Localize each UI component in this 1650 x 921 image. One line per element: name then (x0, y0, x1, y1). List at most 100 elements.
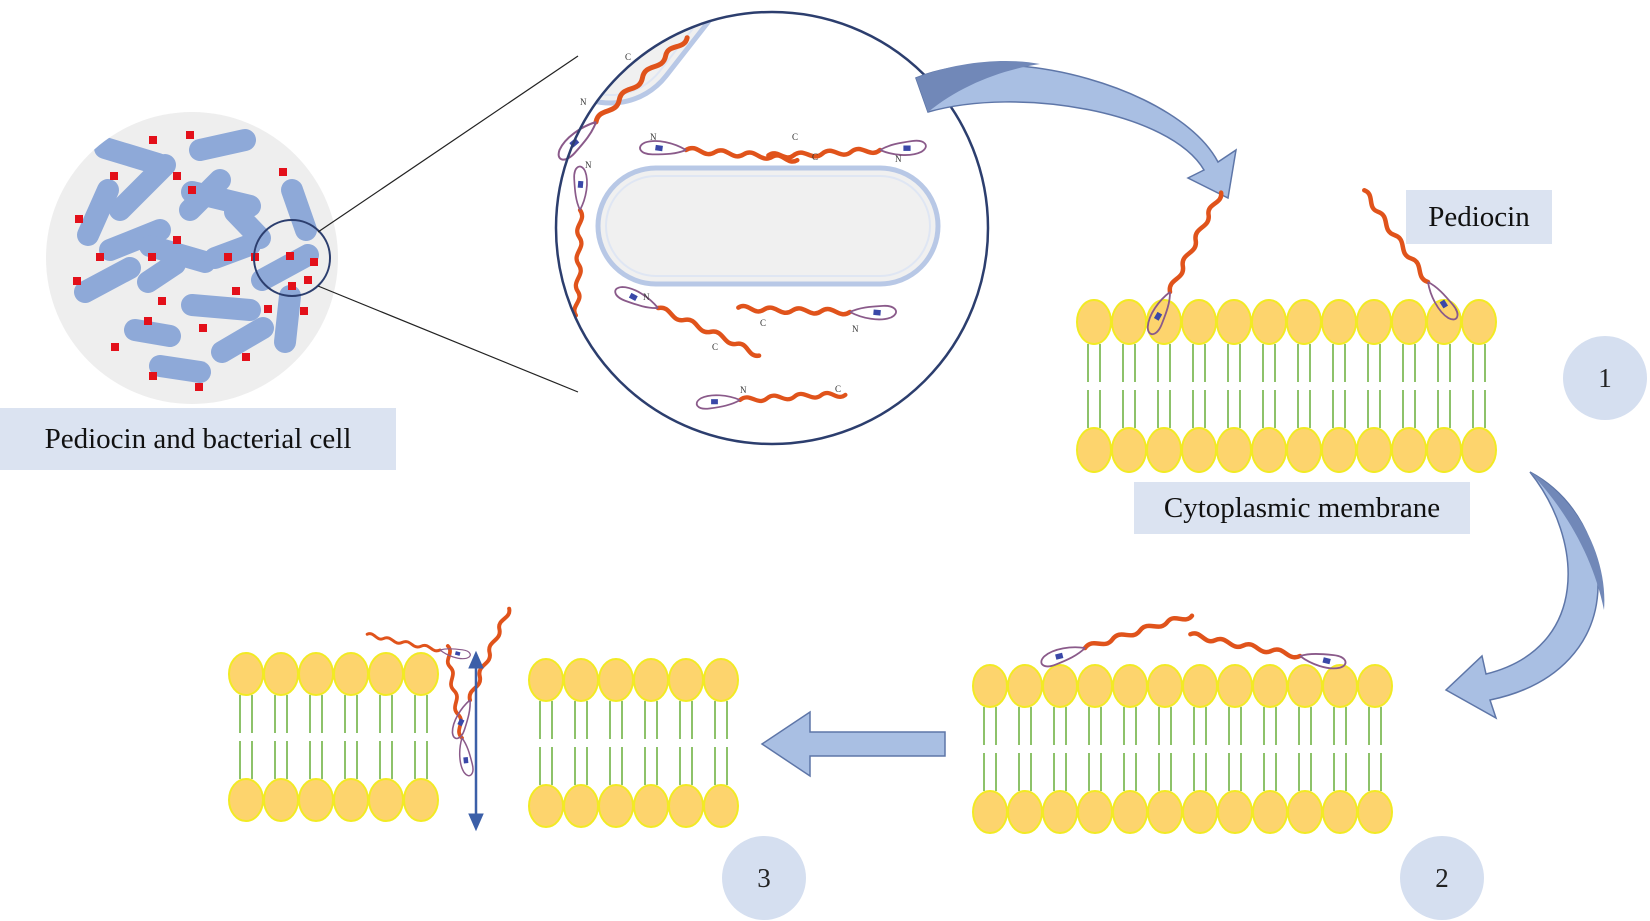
lipid-head (1111, 299, 1147, 345)
lipid-head (1287, 790, 1323, 834)
lipid-head (263, 652, 299, 696)
pediocin-dot (149, 136, 157, 144)
lipid-head (1287, 664, 1323, 708)
lipid-head (528, 784, 564, 828)
straight-arrow-to-step-3 (760, 710, 946, 778)
step-2-badge: 2 (1400, 836, 1484, 920)
rod (224, 201, 271, 249)
pediocin-dot (242, 353, 250, 361)
lipid-head (972, 790, 1008, 834)
pediocin-peptide-adsorbed (1039, 614, 1196, 668)
peptide-c-terminus: C (792, 132, 798, 142)
lipid-head (1076, 299, 1112, 345)
pediocin-dot (75, 215, 83, 223)
lipid-head (1112, 790, 1148, 834)
lipid-head (598, 658, 634, 702)
rod (149, 355, 211, 383)
lipid-head (1111, 427, 1147, 473)
pediocin-dot (286, 252, 294, 260)
lipid-head (228, 652, 264, 696)
pediocin-dot (148, 253, 156, 261)
pediocin-dot (173, 172, 181, 180)
phospholipid-pair (1321, 299, 1357, 473)
pediocin-dot (279, 168, 287, 176)
lipid-head (1216, 299, 1252, 345)
rod (181, 294, 261, 321)
curved-arrow-2-shade (1530, 472, 1605, 610)
lipid-head (298, 778, 334, 822)
pediocin-dot (264, 305, 272, 313)
membrane-1 (1076, 299, 1497, 473)
label-pediocin: Pediocin (1406, 190, 1552, 244)
lipid-head (1007, 664, 1043, 708)
lipid-head (1461, 427, 1497, 473)
rod (251, 244, 319, 291)
peptide-c-terminus: C (835, 384, 841, 394)
lipid-head (1321, 427, 1357, 473)
lipid-head (1286, 299, 1322, 345)
peptide-n-terminus: N (580, 97, 587, 107)
peptide-n-terminus: N (852, 324, 859, 334)
pediocin-dot (224, 253, 232, 261)
phospholipid-pair (1357, 664, 1393, 834)
phospholipid-pair (403, 652, 439, 822)
phospholipid-pair (1112, 664, 1148, 834)
magnifier-circle (253, 219, 331, 297)
phospholipid-pair (298, 652, 334, 822)
membrane-2 (972, 664, 1393, 834)
lipid-head (1252, 790, 1288, 834)
lipid-head (1321, 299, 1357, 345)
lipid-head (1181, 427, 1217, 473)
rod (74, 257, 141, 303)
pediocin-dot (149, 372, 157, 380)
phospholipid-pair (1042, 664, 1078, 834)
lipid-head (1007, 790, 1043, 834)
phospholipid-pair (1426, 299, 1462, 473)
lipid-head (1076, 427, 1112, 473)
phospholipid-pair (1181, 299, 1217, 473)
peptide-c-terminus: C (625, 52, 631, 62)
pediocin-dot (73, 277, 81, 285)
phospholipid-pair (598, 658, 634, 828)
phospholipid-pair (1286, 299, 1322, 473)
phospholipid-pair (1322, 664, 1358, 834)
pediocin-dot (158, 297, 166, 305)
rod (204, 234, 261, 269)
phospholipid-pair (1146, 299, 1182, 473)
lipid-head (403, 652, 439, 696)
phospholipid-pair (1147, 664, 1183, 834)
lipid-head (1461, 299, 1497, 345)
pediocin-dot (288, 282, 296, 290)
rod (109, 154, 176, 221)
lipid-head (1147, 790, 1183, 834)
lipid-head (333, 778, 369, 822)
lipid-head (1216, 427, 1252, 473)
phospholipid-pair (333, 652, 369, 822)
lipid-head (1042, 664, 1078, 708)
curved-arrow-to-step-1 (915, 64, 1238, 200)
rod (99, 219, 171, 261)
lipid-head (1251, 427, 1287, 473)
zoomed-view: N C N C C N N N C C N N C (512, 10, 990, 446)
pediocin-dot (300, 307, 308, 315)
zoom-line-top (317, 55, 579, 233)
phospholipid-pair (1217, 664, 1253, 834)
lipid-head (1356, 299, 1392, 345)
pediocin-dot (96, 253, 104, 261)
lipid-head (703, 658, 739, 702)
phospholipid-pair (1391, 299, 1427, 473)
curved-arrow-1-shade (916, 60, 1040, 112)
phospholipid-pair (228, 652, 264, 822)
lipid-head (1251, 299, 1287, 345)
peptide-n-terminus: N (585, 160, 592, 170)
phospholipid-pair (563, 658, 599, 828)
lipid-head (1146, 427, 1182, 473)
zoom-rod-main (595, 165, 941, 287)
pediocin-dot (199, 324, 207, 332)
lipid-head (1112, 664, 1148, 708)
rod (124, 319, 181, 347)
step-1-badge: 1 (1563, 336, 1647, 420)
peptide-c-terminus: C (712, 342, 718, 352)
label-cytoplasmic-membrane: Cytoplasmic membrane (1134, 482, 1470, 534)
